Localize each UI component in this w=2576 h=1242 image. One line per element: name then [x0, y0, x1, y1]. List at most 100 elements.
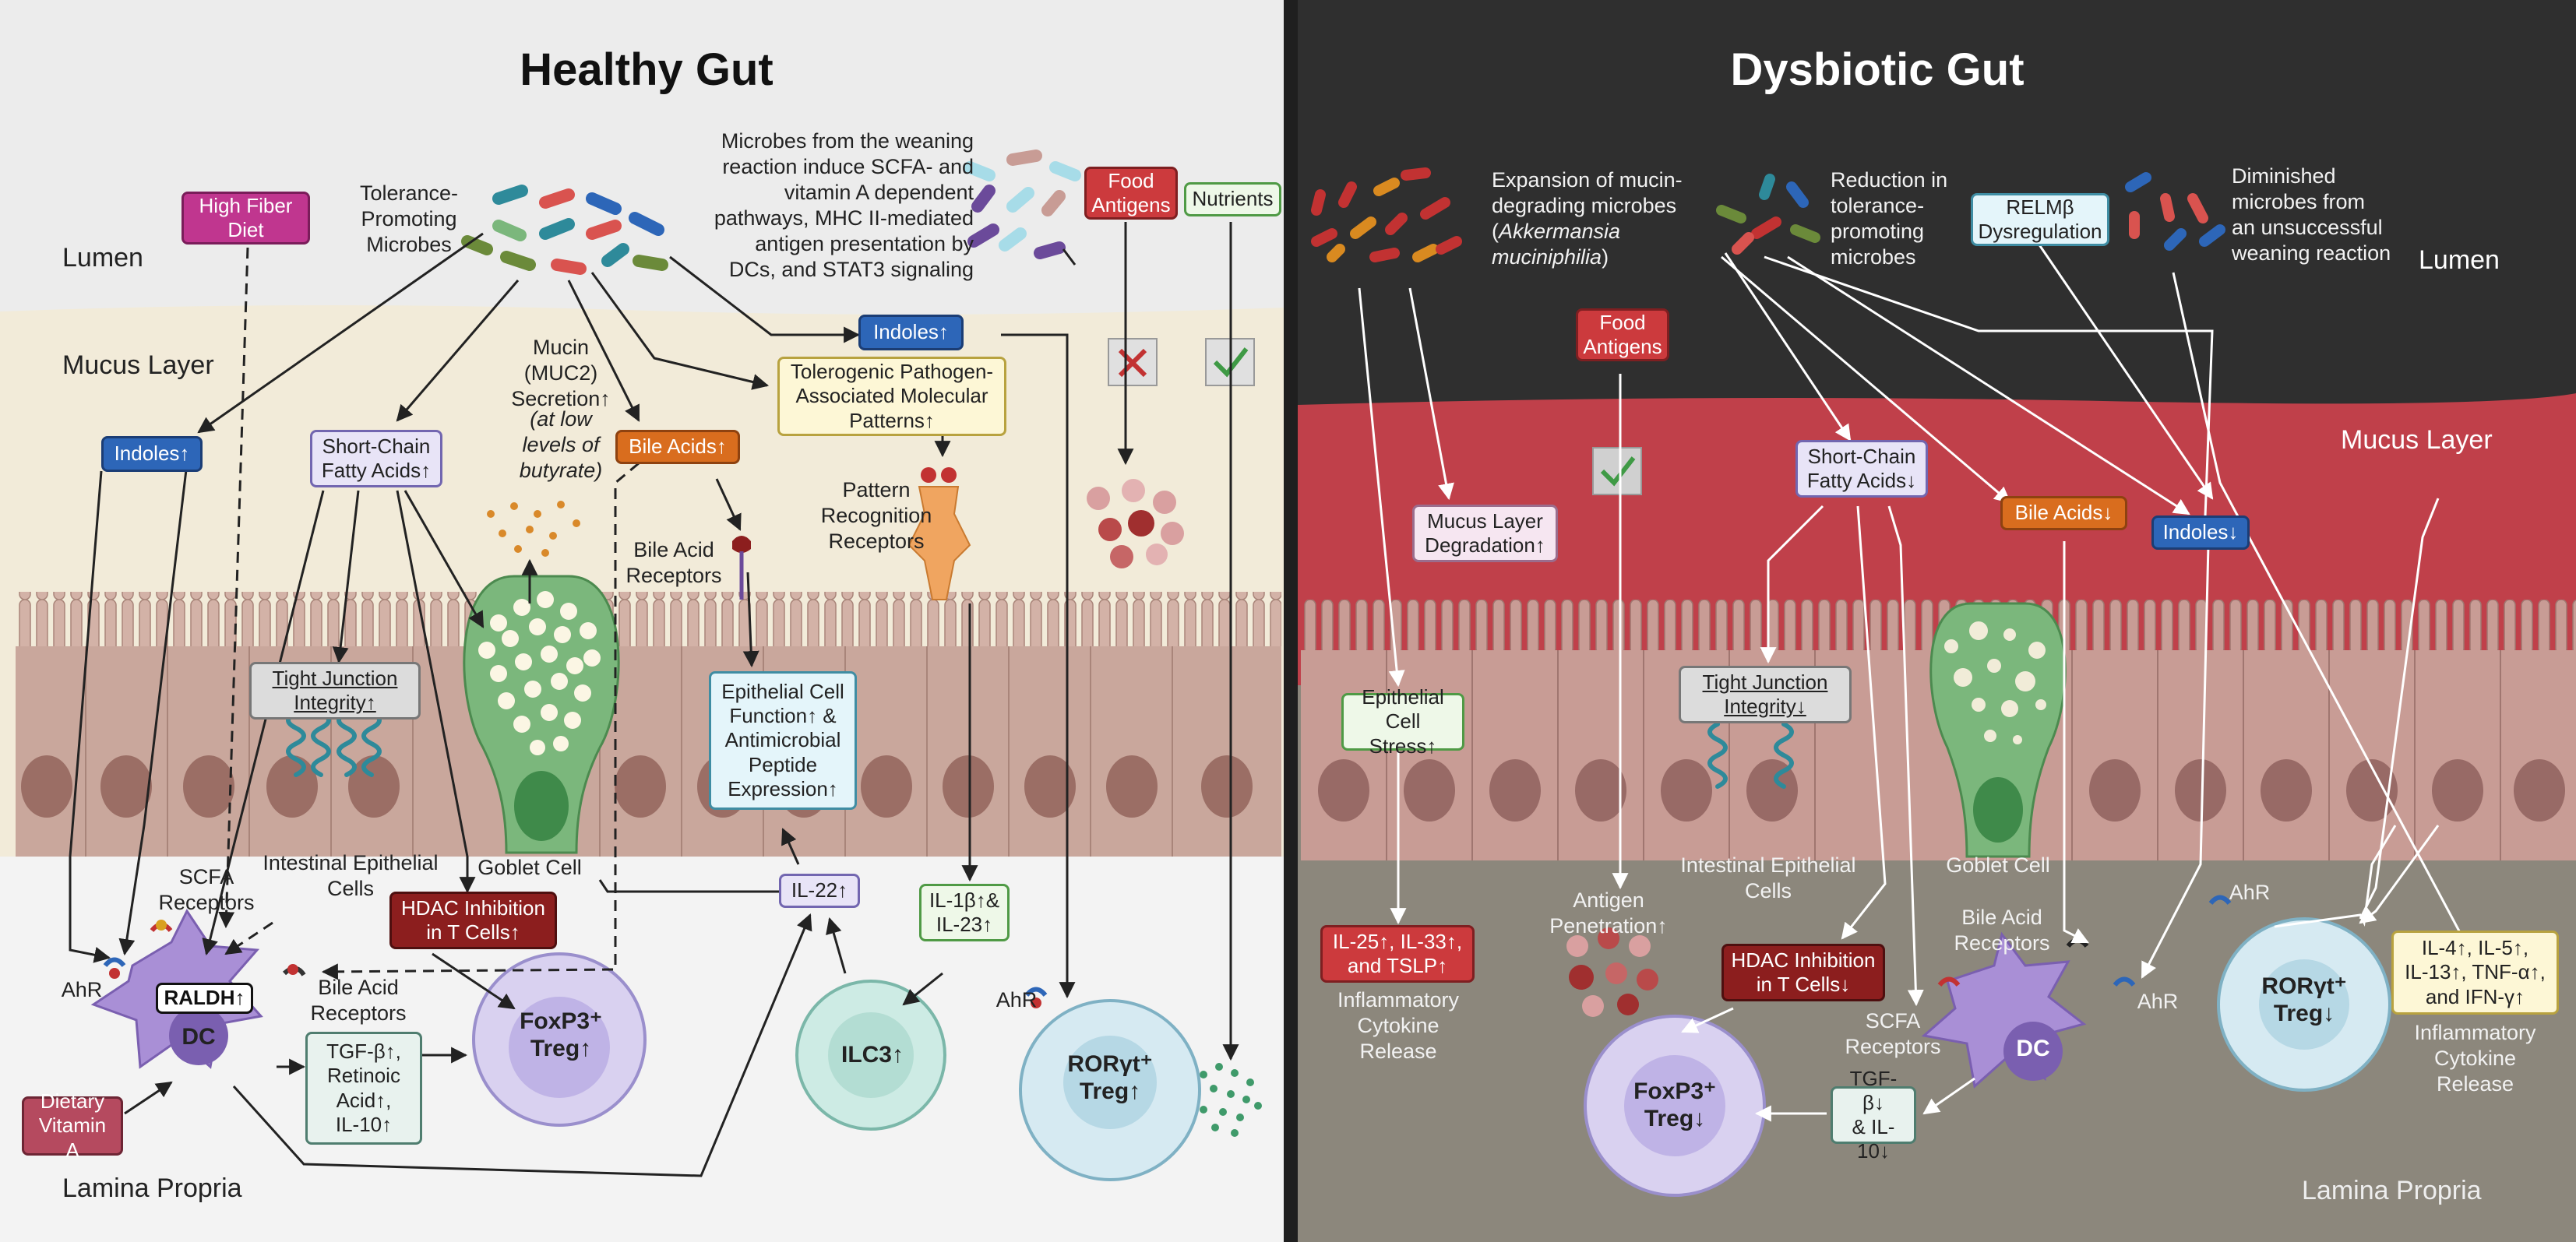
weaning-microbes-graphic — [964, 150, 1081, 259]
scfa-healthy-box: Short-Chain Fatty Acids↑ — [310, 430, 442, 487]
ahr-ror-left-label: AhR — [996, 988, 1038, 1012]
lumen-label-left: Lumen — [62, 243, 143, 273]
tight-junction-healthy-box: Tight Junction Integrity↑ — [249, 662, 421, 720]
blocked-x-icon — [1108, 338, 1158, 386]
dc-dysbiotic-graphic — [1921, 931, 2136, 1089]
il22-box: IL-22↑ — [779, 874, 860, 908]
weaning-reaction-label: Microbes from the weaning reaction induc… — [714, 129, 974, 281]
dysbiotic-arrows — [1358, 241, 2471, 1122]
il1b-il23-box: IL-1β↑& IL-23↑ — [919, 884, 1010, 941]
ror-treg-dysbiotic-graphic — [2208, 895, 2391, 1092]
dc-dysbiotic-label: DC — [2016, 1036, 2050, 1061]
food-antigens-right-box: Food Antigens — [1576, 308, 1669, 361]
goblet-cell-dysbiotic-label: Goblet Cell — [1946, 853, 2050, 877]
reduction-tolerance-label: Reduction in tolerance- promoting microb… — [1831, 168, 1948, 269]
bile-acids-healthy-box: Bile Acids↑ — [615, 430, 740, 464]
mucin-degraders-text: Expansion of mucin- degrading microbes ( — [1492, 168, 1683, 243]
il4-box: IL-4↑, IL-5↑, IL-13↑, TNF-α↑, and IFN-γ↑ — [2391, 931, 2559, 1015]
antigen-penetration-label: Antigen Penetration↑ — [1549, 888, 1668, 938]
mucin-butyrate-note: (at low levels of butyrate) — [519, 407, 603, 482]
lumen-label-right: Lumen — [2419, 245, 2500, 275]
epithelial-stress-box: Epithelial Cell Stress↑ — [1341, 685, 1464, 758]
tight-junction-dysbiotic-box: Tight Junction Integrity↓ — [1679, 666, 1852, 723]
raldh-box: RALDH↑ — [156, 983, 253, 1014]
panel-divider — [1284, 0, 1298, 1242]
foxp3-treg-dysbiotic-graphic — [1584, 1015, 1766, 1197]
antigen-check-icon — [1592, 447, 1642, 495]
tolerance-microbes-graphic — [461, 185, 668, 275]
mucus-degradation-box: Mucus Layer Degradation↑ — [1412, 505, 1558, 562]
scfa-receptor-dc-left — [150, 920, 173, 932]
foxp3-treg-dysbiotic-label: FoxP3⁺ Treg↓ — [1633, 1078, 1716, 1131]
healthy-gut-title: Healthy Gut — [520, 44, 774, 95]
mucin-secretion-label: Mucin (MUC2) Secretion↑ — [511, 336, 611, 410]
ror-treg-dysbiotic-label: RORγt⁺ Treg↓ — [2261, 973, 2347, 1026]
healthy-arrows — [69, 222, 1239, 1177]
il25-box: IL-25↑, IL-33↑, and TSLP↑ — [1320, 925, 1475, 983]
ror-treg-healthy-graphic — [1019, 987, 1201, 1181]
foxp3-treg-healthy-label: FoxP3⁺ Treg↑ — [520, 1008, 602, 1061]
bile-acids-dysbiotic-box: Bile Acids↓ — [2000, 496, 2127, 530]
healthy-epithelium — [16, 592, 1281, 857]
hdac-dysbiotic-box: HDAC Inhibition in T Cells↓ — [1721, 944, 1885, 1001]
indoles-dysbiotic-box: Indoles↓ — [2151, 515, 2250, 550]
food-antigens-left-box: Food Antigens — [1084, 167, 1178, 220]
iec-dysbiotic-label: Intestinal Epithelial Cells — [1680, 853, 1856, 902]
bile-receptors-top-label: Bile Acid Receptors — [625, 538, 722, 587]
bile-acid-receptor-top-graphic — [732, 536, 751, 600]
food-antigen-particles-left — [1087, 479, 1184, 568]
pattern-recognition-receptor-graphic — [907, 467, 971, 600]
bile-receptors-dysbiotic-label: Bile Acid Receptors — [1954, 906, 2050, 955]
akkermansia-close-paren: ) — [1602, 245, 1609, 269]
scfa-receptors-dysbiotic-label: SCFA Receptors — [1845, 1009, 1941, 1058]
indoles-top-box: Indoles↑ — [858, 315, 964, 350]
healthy-dashed-arrows — [218, 247, 640, 980]
inflammatory-release-right-label: Inflammatory Cytokine Release — [2414, 1021, 2536, 1096]
tight-junction-healthy-graphic — [286, 710, 382, 777]
ror-treg-healthy-label: RORγt⁺ Treg↑ — [1067, 1051, 1153, 1104]
diminished-microbes-label: Diminished microbes from an unsuccessful… — [2232, 164, 2391, 265]
indoles-left-box: Indoles↑ — [101, 436, 203, 472]
lamina-propria-label-right: Lamina Propria — [2302, 1176, 2482, 1205]
mucin-degrading-microbes-graphic — [1311, 167, 1462, 262]
goblet-cell-healthy — [463, 575, 620, 854]
diminished-microbes-graphic — [2125, 172, 2225, 251]
ahr-ror-right-label: AhR — [2229, 881, 2271, 904]
dysbiotic-gut-title: Dysbiotic Gut — [1730, 44, 2025, 95]
ilc3-graphic — [795, 980, 946, 1131]
reduced-tolerance-microbes-graphic — [1716, 174, 1820, 255]
tgf-healthy-box: TGF-β↑, Retinoic Acid↑, IL-10↑ — [305, 1032, 422, 1145]
foxp3-treg-healthy-graphic — [472, 952, 647, 1127]
pamp-box: Tolerogenic Pathogen- Associated Molecul… — [777, 357, 1006, 436]
ahr-dc-right-label: AhR — [2137, 990, 2179, 1013]
goblet-cell-healthy-label: Goblet Cell — [477, 856, 582, 879]
hdac-healthy-box: HDAC Inhibition in T Cells↑ — [389, 892, 557, 949]
ahr-receptor-dc-left — [103, 957, 126, 979]
mucin-dots — [487, 501, 580, 557]
nutrients-box: Nutrients — [1184, 182, 1281, 216]
goblet-cell-dysbiotic — [1929, 602, 2067, 858]
bile-receptor-dc-left — [282, 964, 306, 976]
scfa-receptors-left-label: SCFA Receptors — [158, 865, 255, 914]
epithelial-function-box: Epithelial Cell Function↑ & Antimicrobia… — [709, 671, 857, 810]
antigen-particles-right — [1566, 927, 1658, 1017]
dietary-vitamin-a-box: Dietary Vitamin A — [22, 1089, 123, 1162]
ahr-dc-left-label: AhR — [61, 978, 103, 1001]
tight-junction-dysbiotic-graphic — [1707, 722, 1794, 789]
tolerance-microbes-label: Tolerance- Promoting Microbes — [359, 181, 459, 256]
relmb-box: RELMβ Dysregulation — [1971, 193, 2109, 246]
prr-label: Pattern Recognition Receptors — [820, 478, 932, 553]
ilc3-label: ILC3↑ — [840, 1042, 904, 1068]
high-fiber-diet-box: High Fiber Diet — [181, 192, 310, 245]
dc-healthy-label: DC — [181, 1024, 216, 1050]
bile-receptors-dc-left-label: Bile Acid Receptors — [310, 976, 407, 1025]
inflammatory-release-left-label: Inflammatory Cytokine Release — [1337, 988, 1460, 1063]
mucin-degrading-microbes-label: Expansion of mucin- degrading microbes (… — [1492, 167, 1718, 270]
lamina-propria-label-left: Lamina Propria — [62, 1173, 242, 1203]
scfa-dysbiotic-box: Short-Chain Fatty Acids↓ — [1795, 440, 1928, 498]
tgf-dysbiotic-box: TGF-β↓ & IL-10↓ — [1831, 1067, 1916, 1163]
mucus-layer-label-right: Mucus Layer — [2341, 425, 2493, 455]
iec-healthy-label: Intestinal Epithelial Cells — [263, 851, 439, 900]
